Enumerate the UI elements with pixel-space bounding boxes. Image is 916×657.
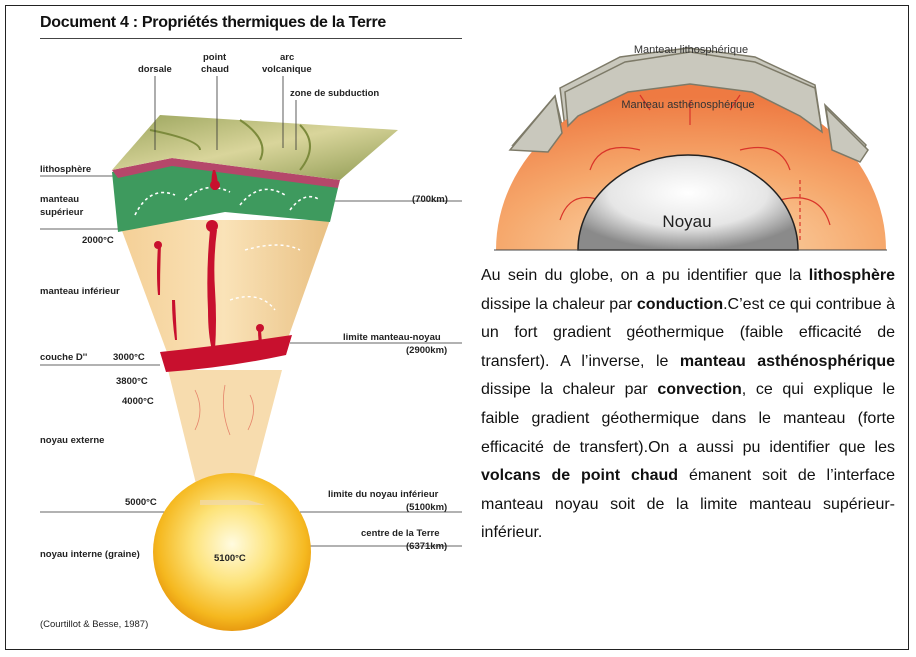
label-limite-mn-2: (2900km) (406, 345, 447, 356)
para-text-4: dissipe la chaleur par (481, 381, 658, 399)
para-bold-volcans: volcans de point chaud (481, 467, 679, 485)
para-bold-convection: convection (657, 381, 742, 399)
surface-top (112, 115, 398, 180)
para-text-6: émanent soit de l’interface manteau noya… (481, 467, 895, 542)
label-centre-2: (6371km) (406, 541, 447, 552)
label-point-chaud-1: point (203, 52, 227, 63)
label-litho-mantle: Manteau lithosphérique (634, 44, 748, 56)
label-centre-1: centre de la Terre (361, 528, 440, 539)
label-noyau-interne: noyau interne (graine) (40, 549, 140, 560)
para-bold-manteau-astheno: manteau asthénosphérique (679, 352, 896, 370)
label-arc-1: arc (280, 52, 294, 63)
label-manteau-sup-1: manteau (40, 194, 79, 205)
noyau-half (577, 154, 799, 251)
label-dorsale: dorsale (138, 64, 172, 75)
para-bold-conduction: conduction (636, 295, 724, 313)
label-t5000: 5000°C (125, 497, 157, 508)
para-bold-lithosphere: lithosphère (808, 267, 895, 284)
label-t3800: 3800°C (116, 376, 148, 387)
inner-core-sphere (153, 473, 311, 631)
label-subduction: zone de subduction (290, 88, 379, 99)
para-text-2: dissipe la chaleur par (481, 295, 637, 313)
d-layer-band (160, 335, 292, 372)
mantle-plumes (154, 170, 264, 350)
label-t5100: 5100°C (214, 553, 246, 564)
label-limite-ni-2: (5100km) (406, 502, 447, 513)
title-rule (40, 38, 462, 39)
label-t3000: 3000°C (113, 352, 145, 363)
label-depth-700: (700km) (412, 194, 448, 205)
label-t2000: 2000°C (82, 235, 114, 246)
label-astheno: Manteau asthénosphérique (621, 99, 754, 111)
surface-ridges (149, 119, 311, 171)
label-t4000: 4000°C (122, 396, 154, 407)
label-manteau-inf: manteau inférieur (40, 286, 120, 297)
label-arc-2: volcanique (262, 64, 312, 75)
upper-mantle-convection (134, 186, 321, 216)
lower-mantle-convection (229, 244, 301, 311)
outer-core-flow (194, 384, 254, 436)
explanation-paragraph: Au sein du globe, on a pu identifier que… (481, 262, 895, 548)
label-noyau: Noyau (662, 212, 711, 231)
convection-half-globe: Manteau lithosphérique Manteau asthénosp… (494, 40, 887, 252)
para-text-1: Au sein du globe, on a pu identifier que… (481, 267, 809, 284)
inner-core-cut (200, 500, 265, 505)
source-citation: (Courtillot & Besse, 1987) (40, 619, 148, 630)
label-lithosphere: lithosphère (40, 164, 91, 175)
lithosphere-band (112, 158, 340, 188)
outer-core-wedge (168, 370, 282, 500)
para-text-3: .C’est ce qui contribue à un fort gradie… (481, 295, 895, 370)
label-noyau-externe: noyau externe (40, 435, 104, 446)
label-point-chaud-2: chaud (201, 64, 229, 75)
para-text-5: , ce qui explique le faible gradient géo… (481, 381, 896, 456)
label-limite-mn-1: limite manteau-noyau (343, 332, 441, 343)
document-title: Document 4 : Propriétés thermiques de la… (40, 14, 387, 31)
label-manteau-sup-2: supérieur (40, 207, 84, 218)
label-limite-ni-1: limite du noyau inférieur (328, 489, 439, 500)
label-couche-d: couche D'' (40, 352, 87, 363)
lower-mantle-wedge (118, 220, 330, 355)
